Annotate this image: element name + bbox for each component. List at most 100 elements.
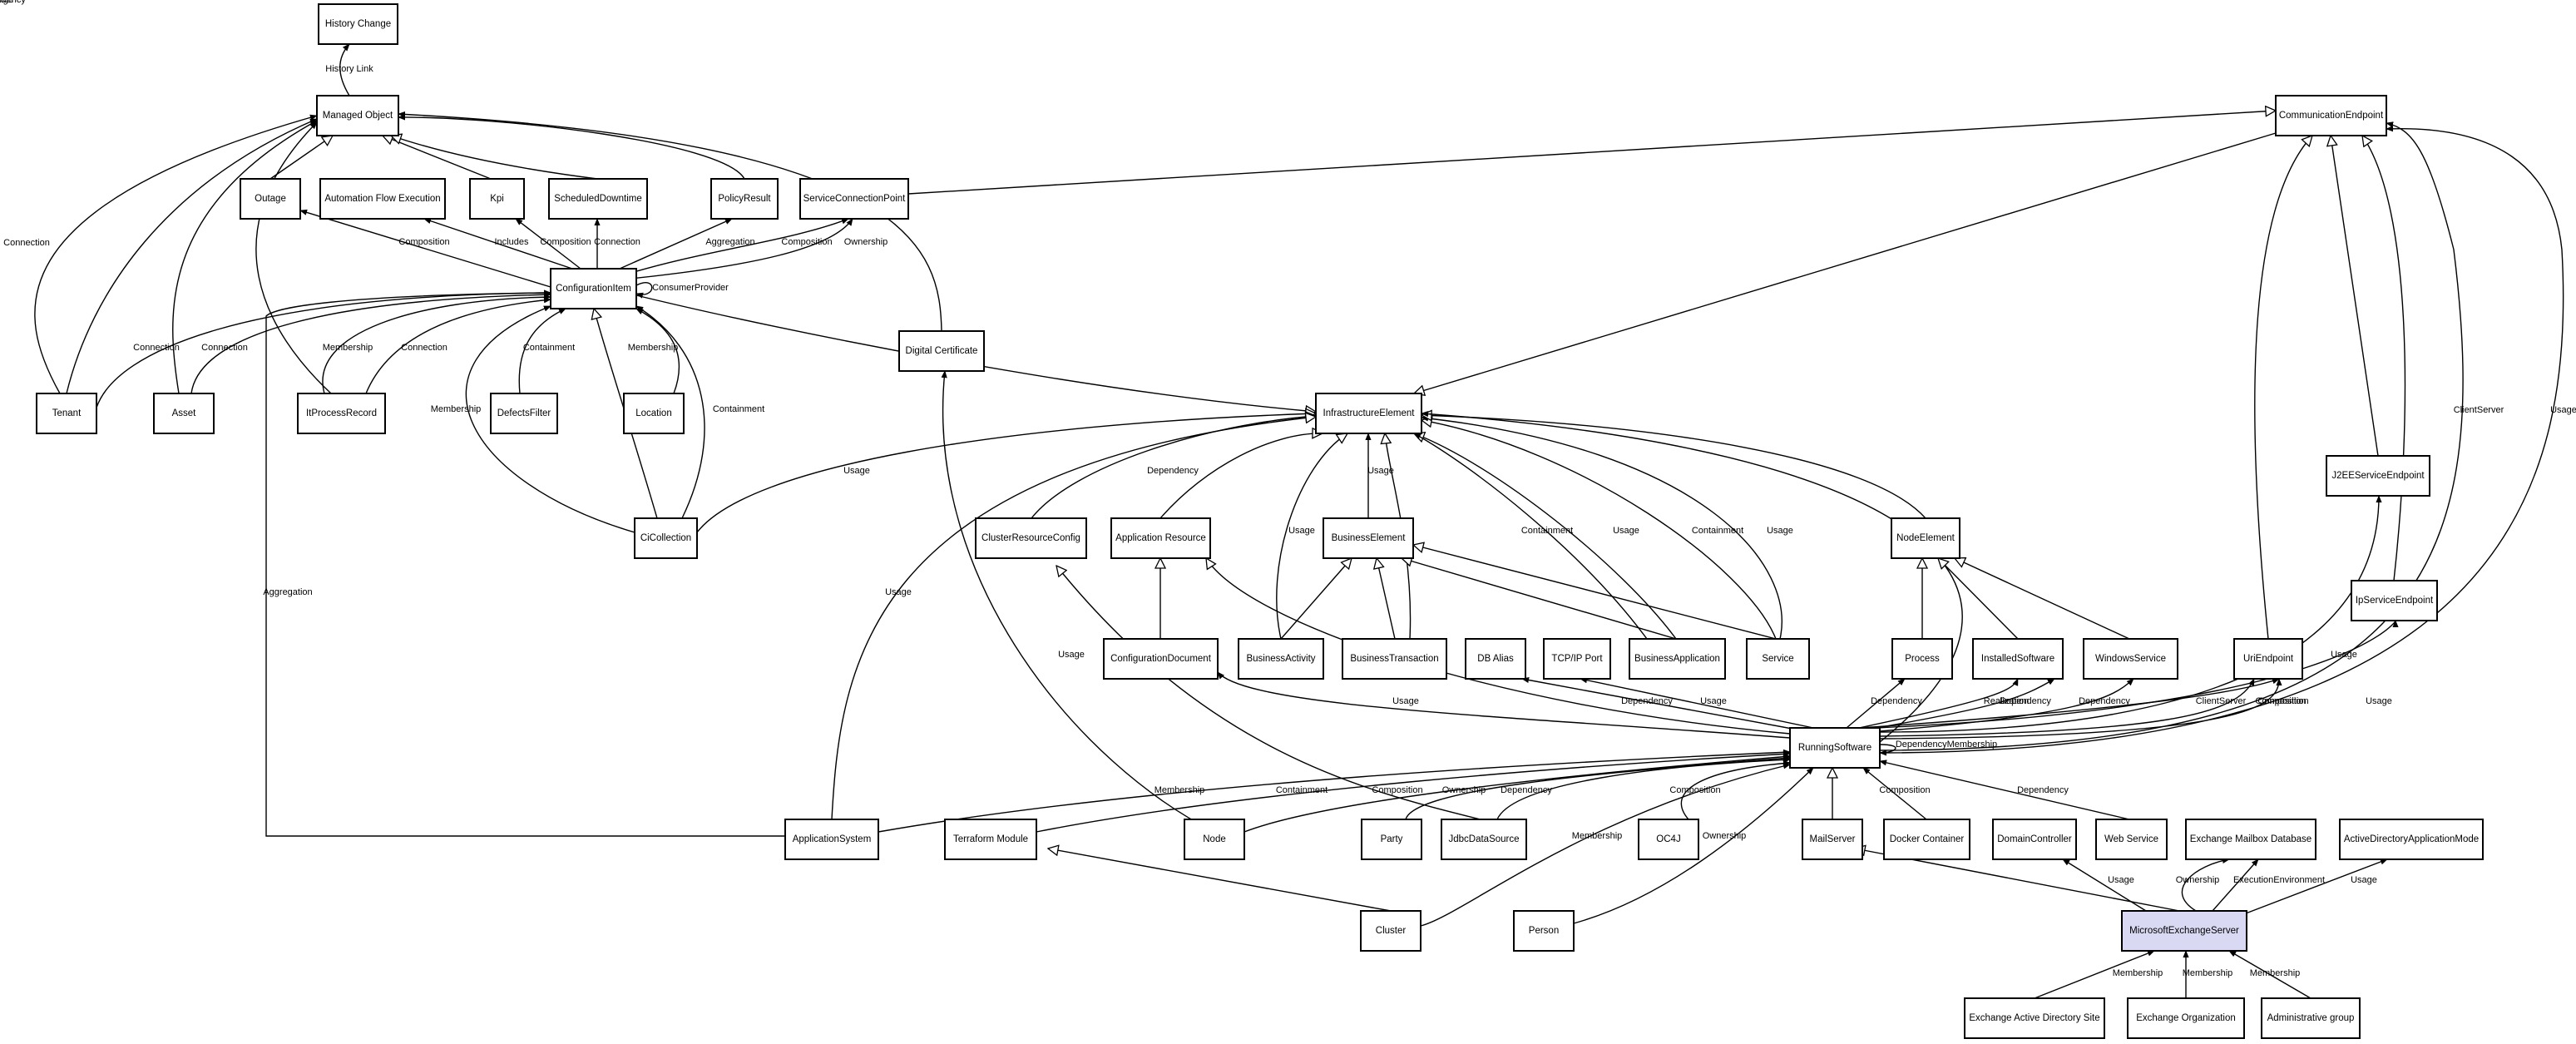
class-node-outage[interactable]: Outage bbox=[240, 178, 301, 220]
class-node-rsw[interactable]: RunningSoftware bbox=[1789, 727, 1881, 769]
class-box[interactable] bbox=[490, 393, 558, 434]
class-node-websvc[interactable]: Web Service bbox=[2095, 819, 2168, 860]
class-box[interactable] bbox=[1315, 393, 1422, 434]
class-node-policy[interactable]: PolicyResult bbox=[710, 178, 779, 220]
class-node-terraform[interactable]: Terraform Module bbox=[944, 819, 1037, 860]
class-box[interactable] bbox=[944, 819, 1037, 860]
class-box[interactable] bbox=[1513, 910, 1575, 952]
class-node-person[interactable]: Person bbox=[1513, 910, 1575, 952]
class-box[interactable] bbox=[1323, 517, 1414, 559]
class-node-asset[interactable]: Asset bbox=[153, 393, 215, 434]
class-box[interactable] bbox=[548, 178, 648, 220]
class-node-exmbx[interactable]: Exchange Mailbox Database bbox=[2185, 819, 2316, 860]
class-box[interactable] bbox=[1103, 638, 1219, 680]
class-node-node[interactable]: Node bbox=[1184, 819, 1245, 860]
class-node-appsys[interactable]: ApplicationSystem bbox=[784, 819, 879, 860]
class-node-ipse[interactable]: IpServiceEndpoint bbox=[2351, 580, 2438, 621]
class-node-instsw[interactable]: InstalledSoftware bbox=[1972, 638, 2064, 680]
class-box[interactable] bbox=[2326, 455, 2430, 497]
class-node-admgrp[interactable]: Administrative group bbox=[2261, 997, 2361, 1039]
class-node-ci[interactable]: ConfigurationItem bbox=[550, 268, 637, 309]
class-node-party[interactable]: Party bbox=[1361, 819, 1422, 860]
class-box[interactable] bbox=[2275, 95, 2387, 136]
class-node-crc[interactable]: ClusterResourceConfig bbox=[975, 517, 1087, 559]
class-node-exad[interactable]: Exchange Active Directory Site bbox=[1964, 997, 2105, 1039]
class-box[interactable] bbox=[2339, 819, 2484, 860]
class-box[interactable] bbox=[316, 95, 399, 136]
class-box[interactable] bbox=[1802, 819, 1863, 860]
class-node-buselem[interactable]: BusinessElement bbox=[1323, 517, 1414, 559]
class-node-docker[interactable]: Docker Container bbox=[1883, 819, 1970, 860]
class-box[interactable] bbox=[550, 268, 637, 309]
class-box[interactable] bbox=[1629, 638, 1726, 680]
class-node-process[interactable]: Process bbox=[1891, 638, 1953, 680]
class-box[interactable] bbox=[1238, 638, 1324, 680]
class-node-cicoll[interactable]: CiCollection bbox=[634, 517, 698, 559]
class-box[interactable] bbox=[1972, 638, 2064, 680]
class-node-dc[interactable]: DomainController bbox=[1992, 819, 2077, 860]
class-box[interactable] bbox=[2083, 638, 2178, 680]
class-node-location[interactable]: Location bbox=[623, 393, 685, 434]
class-node-kpi[interactable]: Kpi bbox=[469, 178, 525, 220]
class-node-oc4j[interactable]: OC4J bbox=[1638, 819, 1699, 860]
class-node-cluster[interactable]: Cluster bbox=[1360, 910, 1421, 952]
class-box[interactable] bbox=[1891, 638, 1953, 680]
class-box[interactable] bbox=[1360, 910, 1421, 952]
class-node-sched[interactable]: ScheduledDowntime bbox=[548, 178, 648, 220]
class-node-tenant[interactable]: Tenant bbox=[36, 393, 97, 434]
class-box[interactable] bbox=[319, 178, 446, 220]
class-box[interactable] bbox=[784, 819, 879, 860]
class-node-history[interactable]: History Change bbox=[318, 3, 398, 45]
class-box[interactable] bbox=[1342, 638, 1447, 680]
class-box[interactable] bbox=[2127, 997, 2245, 1039]
class-box[interactable] bbox=[297, 393, 386, 434]
class-node-mes[interactable]: MicrosoftExchangeServer bbox=[2121, 910, 2247, 952]
class-node-j2ee[interactable]: J2EEServiceEndpoint bbox=[2326, 455, 2430, 497]
class-node-uriep[interactable]: UriEndpoint bbox=[2233, 638, 2303, 680]
class-box[interactable] bbox=[1184, 819, 1245, 860]
class-box[interactable] bbox=[36, 393, 97, 434]
class-box[interactable] bbox=[153, 393, 215, 434]
class-node-tcpport[interactable]: TCP/IP Port bbox=[1543, 638, 1611, 680]
class-box[interactable] bbox=[1638, 819, 1699, 860]
class-box[interactable] bbox=[2185, 819, 2316, 860]
class-box[interactable] bbox=[2233, 638, 2303, 680]
class-box[interactable] bbox=[1964, 997, 2105, 1039]
class-box[interactable] bbox=[2261, 997, 2361, 1039]
class-node-appres[interactable]: Application Resource bbox=[1110, 517, 1211, 559]
class-node-service[interactable]: Service bbox=[1746, 638, 1810, 680]
class-box[interactable] bbox=[634, 517, 698, 559]
class-node-adam[interactable]: ActiveDirectoryApplicationMode bbox=[2339, 819, 2484, 860]
class-box[interactable] bbox=[2095, 819, 2168, 860]
class-box[interactable] bbox=[975, 517, 1087, 559]
class-box[interactable] bbox=[2351, 580, 2438, 621]
class-box[interactable] bbox=[710, 178, 779, 220]
class-box[interactable] bbox=[1746, 638, 1810, 680]
class-node-digcert[interactable]: Digital Certificate bbox=[898, 330, 985, 372]
class-node-confdoc[interactable]: ConfigurationDocument bbox=[1103, 638, 1219, 680]
class-node-winsvc[interactable]: WindowsService bbox=[2083, 638, 2178, 680]
class-node-nodeelem[interactable]: NodeElement bbox=[1891, 517, 1960, 559]
class-box[interactable] bbox=[1891, 517, 1960, 559]
class-box[interactable] bbox=[318, 3, 398, 45]
class-box[interactable] bbox=[1883, 819, 1970, 860]
class-node-afe[interactable]: Automation Flow Execution bbox=[319, 178, 446, 220]
class-box[interactable] bbox=[2121, 910, 2247, 952]
class-node-defects[interactable]: DefectsFilter bbox=[490, 393, 558, 434]
class-node-comm[interactable]: CommunicationEndpoint bbox=[2275, 95, 2387, 136]
class-box[interactable] bbox=[898, 330, 985, 372]
class-node-dbalias[interactable]: DB Alias bbox=[1465, 638, 1526, 680]
class-box[interactable] bbox=[799, 178, 909, 220]
class-node-scp[interactable]: ServiceConnectionPoint bbox=[799, 178, 909, 220]
class-box[interactable] bbox=[240, 178, 301, 220]
class-node-exorg[interactable]: Exchange Organization bbox=[2127, 997, 2245, 1039]
class-box[interactable] bbox=[1110, 517, 1211, 559]
class-node-jdbc[interactable]: JdbcDataSource bbox=[1441, 819, 1527, 860]
class-node-bustrans[interactable]: BusinessTransaction bbox=[1342, 638, 1447, 680]
class-node-infra[interactable]: InfrastructureElement bbox=[1315, 393, 1422, 434]
class-box[interactable] bbox=[623, 393, 685, 434]
class-node-busapp[interactable]: BusinessApplication bbox=[1629, 638, 1726, 680]
class-box[interactable] bbox=[1789, 727, 1881, 769]
class-box[interactable] bbox=[469, 178, 525, 220]
class-box[interactable] bbox=[1543, 638, 1611, 680]
